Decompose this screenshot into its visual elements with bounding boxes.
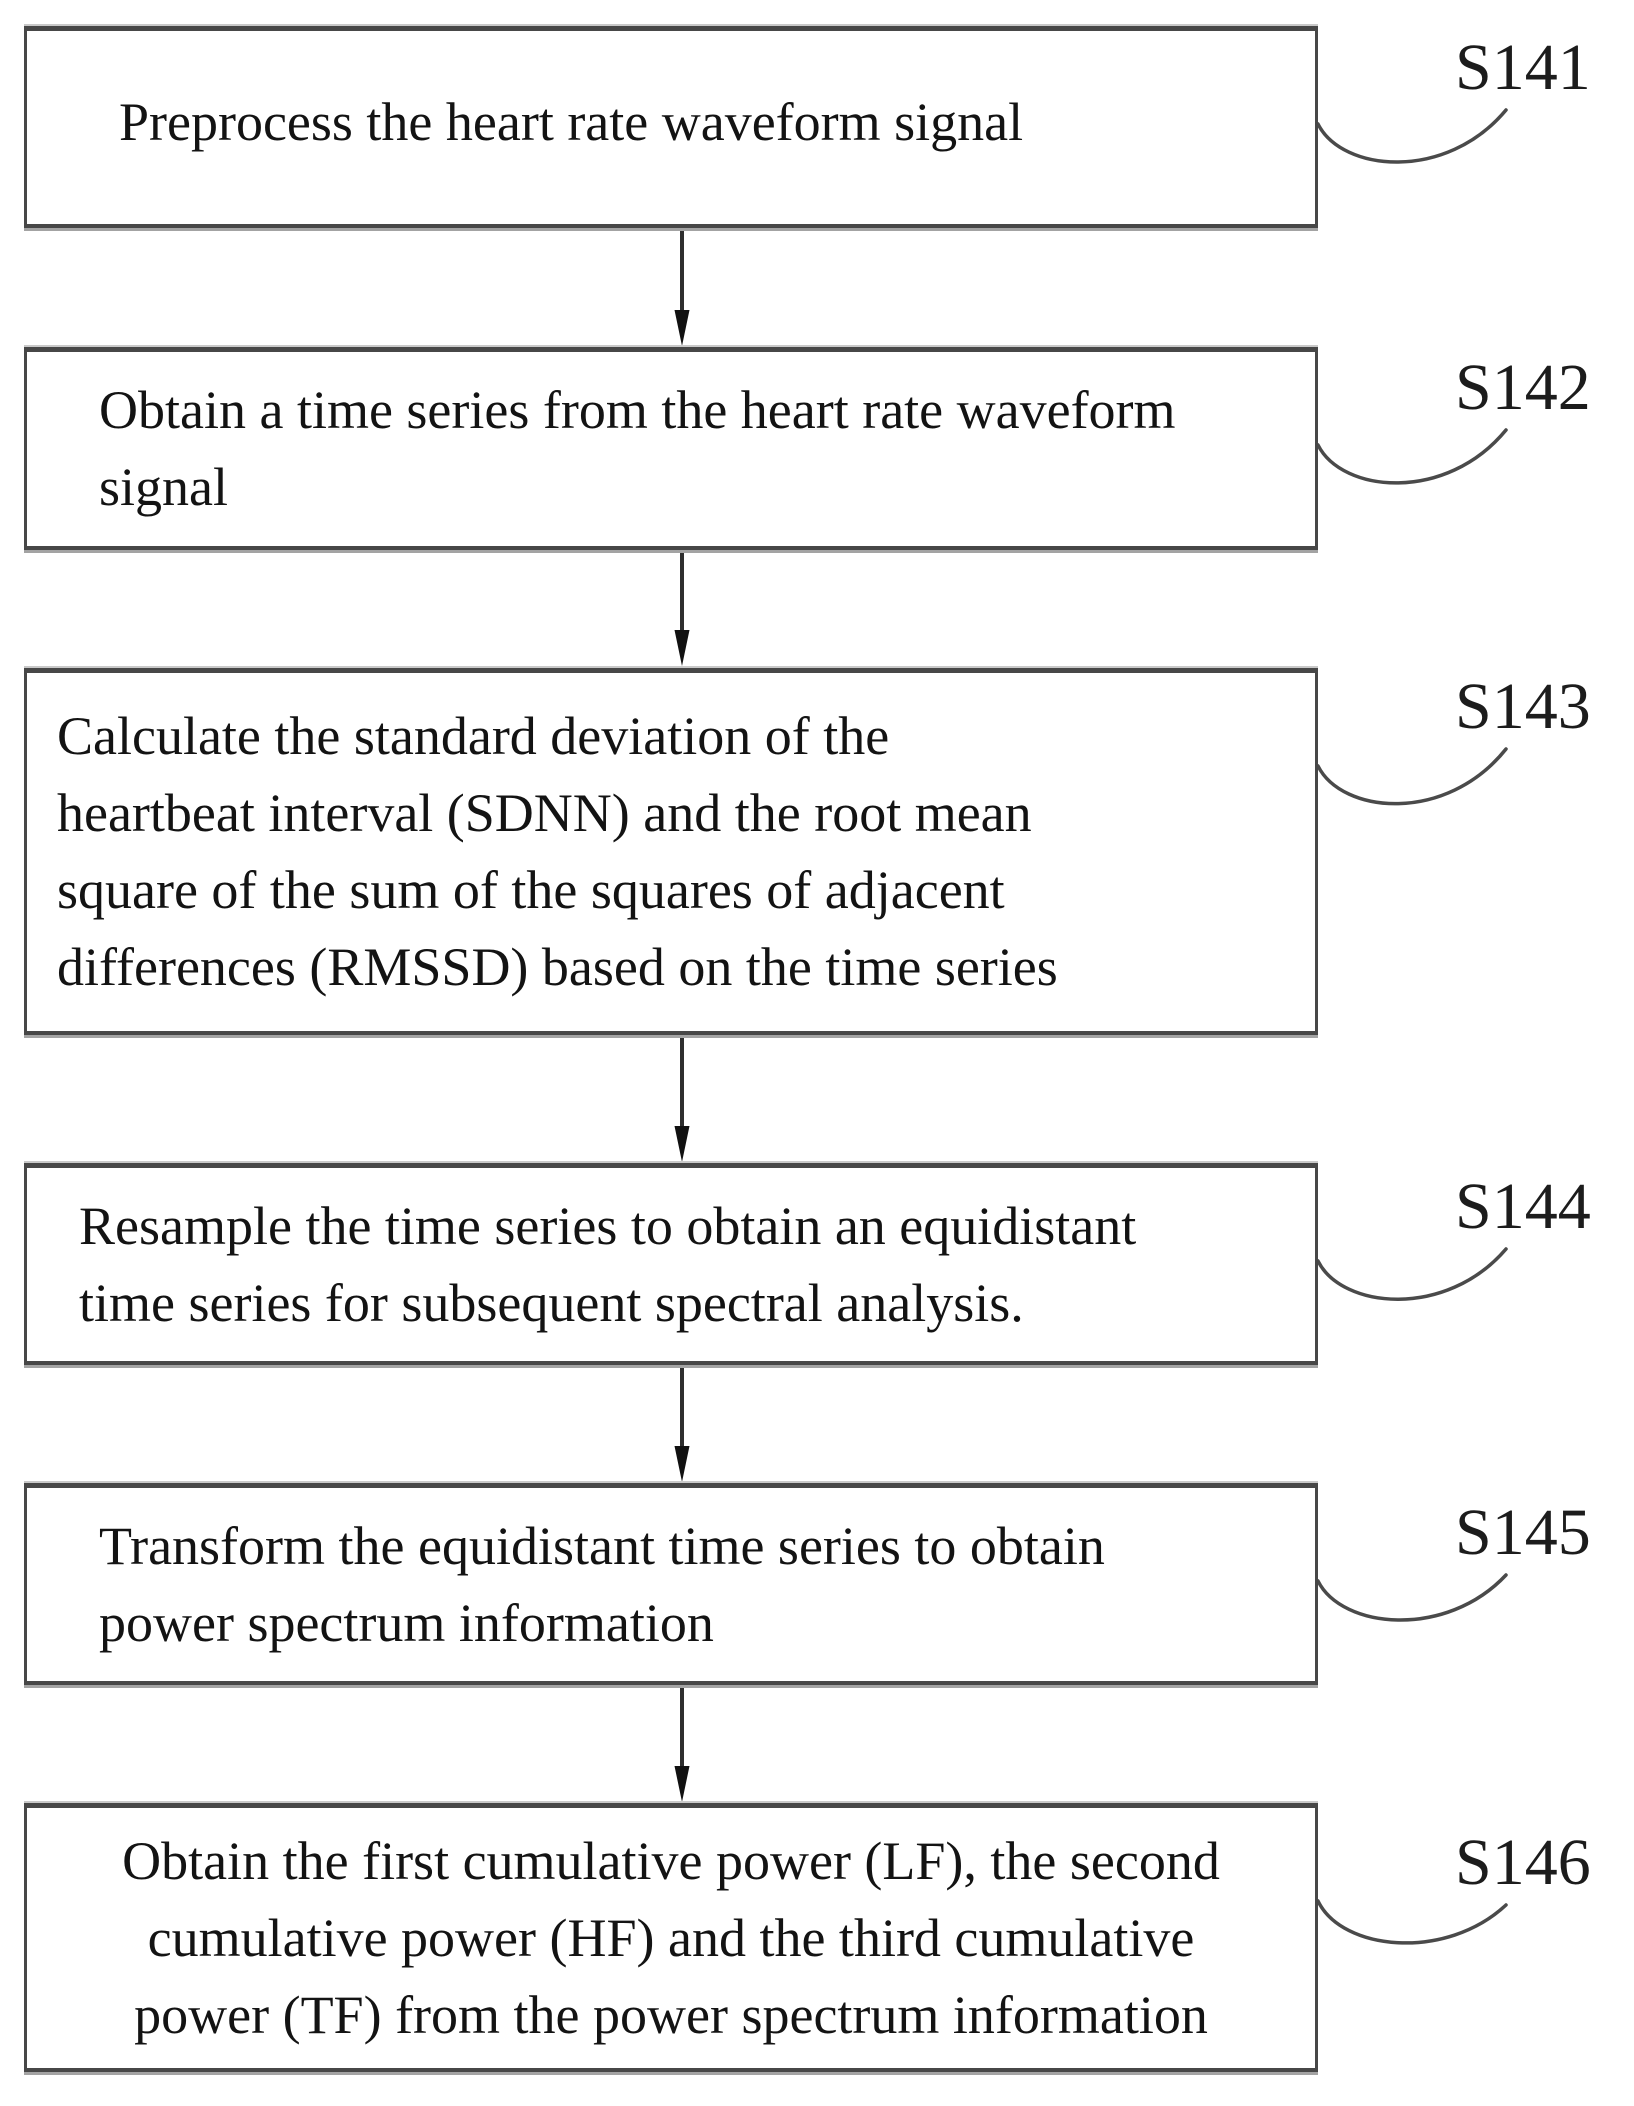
flow-arrow-4 [674,1366,690,1482]
step-box-preprocess: Preprocess the heart rate waveform signa… [24,26,1318,228]
step-label-s141: S141 [1455,31,1591,104]
label-connector-s143 [1316,747,1508,806]
step-text: Obtain the first cumulative power (LF), … [122,1830,1220,2045]
step-text: Transform the equidistant time series to… [99,1515,1105,1653]
flow-arrow-5 [674,1686,690,1802]
flow-arrow-3 [674,1036,690,1162]
step-text: Obtain a time series from the heart rate… [99,380,1176,517]
label-connector-s146 [1316,1899,1508,1945]
step-label-s145: S145 [1455,1496,1591,1569]
flow-arrow-2 [674,551,690,666]
label-connector-s141 [1316,108,1508,164]
step-box-obtain-cumulative-power: Obtain the first cumulative power (LF), … [24,1803,1318,2072]
step-label-s146: S146 [1455,1826,1591,1899]
step-label-s143: S143 [1455,670,1591,743]
step-box-transform: Transform the equidistant time series to… [24,1483,1318,1685]
step-label-s142: S142 [1455,351,1591,424]
flow-arrow-1 [674,229,690,346]
step-label-s144: S144 [1455,1170,1591,1243]
step-box-calculate-sdnn-rmssd: Calculate the standard deviation of the … [24,668,1318,1035]
step-box-obtain-time-series: Obtain a time series from the heart rate… [24,347,1318,550]
label-connector-s145 [1316,1573,1508,1622]
label-connector-s142 [1316,428,1508,485]
step-text: Resample the time series to obtain an eq… [79,1195,1137,1333]
step-text: Calculate the standard deviation of the … [57,706,1058,997]
label-connector-s144 [1316,1247,1508,1301]
step-text: Preprocess the heart rate waveform signa… [119,92,1024,152]
step-box-resample: Resample the time series to obtain an eq… [24,1163,1318,1365]
